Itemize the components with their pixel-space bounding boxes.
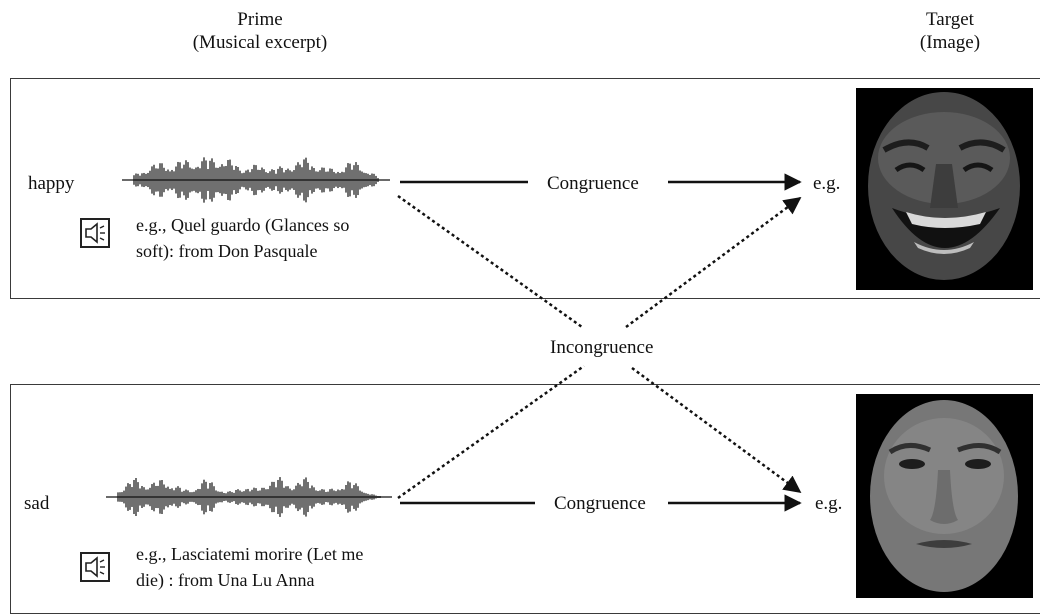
- incongruence-label: Incongruence: [546, 336, 658, 360]
- prime-subtitle: (Musical excerpt): [192, 32, 328, 53]
- target-subtitle: (Image): [919, 32, 981, 53]
- sad-face-image: [856, 394, 1033, 598]
- happy-example-text: e.g., Quel guardo (Glances so soft): fro…: [136, 215, 350, 261]
- happy-eg-label: e.g.: [813, 173, 841, 194]
- sad-eg-label: e.g.: [815, 493, 843, 514]
- sad-waveform-icon: [106, 477, 392, 517]
- happy-congruence-label: Congruence: [547, 173, 639, 194]
- sad-example-text: e.g., Lasciatemi morire (Let me die) : f…: [136, 544, 364, 590]
- sad-label: sad: [24, 493, 50, 514]
- happy-label: happy: [28, 173, 75, 194]
- prime-header: Prime (Musical excerpt): [140, 8, 380, 54]
- incongruence-happy-to-sad-upper: [397, 194, 583, 329]
- target-title: Target: [926, 9, 974, 30]
- happy-face-image: [856, 88, 1033, 290]
- happy-speaker-icon[interactable]: [80, 218, 110, 248]
- sad-speaker-icon[interactable]: [80, 552, 110, 582]
- happy-waveform-icon: [122, 157, 390, 203]
- incongruence-happy-to-sad-lower: [631, 366, 802, 494]
- incongruence-sad-to-happy-upper: [625, 196, 802, 329]
- target-header: Target (Image): [880, 8, 1020, 54]
- prime-title: Prime: [237, 9, 283, 30]
- incongruence-sad-to-happy-lower: [397, 364, 585, 500]
- happy-panel: [10, 78, 1040, 299]
- sad-congruence-label: Congruence: [554, 493, 646, 514]
